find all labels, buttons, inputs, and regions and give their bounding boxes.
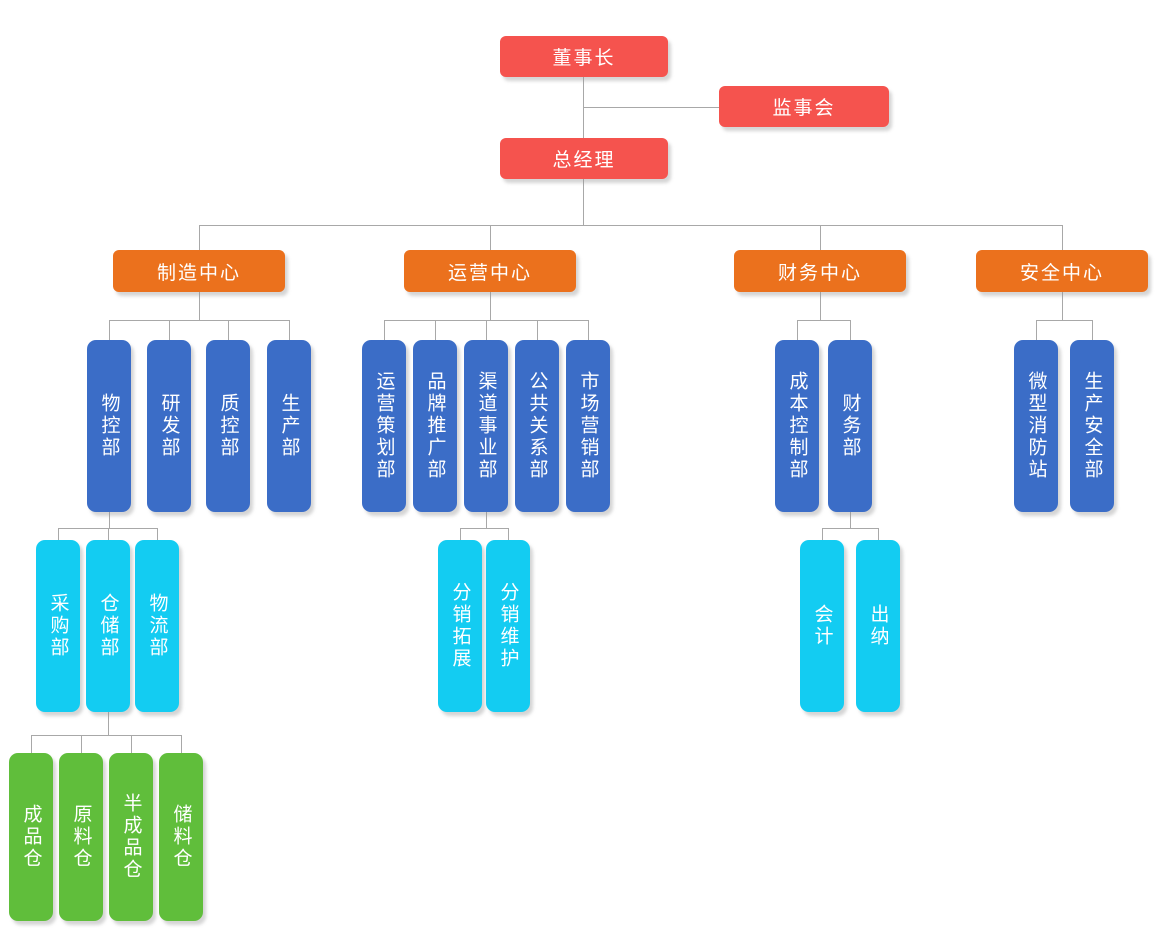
node-purchasing-dept: 采购部 xyxy=(36,540,80,712)
node-warehousing-dept: 仓储部 xyxy=(86,540,130,712)
connector-line xyxy=(81,735,82,753)
node-supervisory-board: 监事会 xyxy=(719,86,889,127)
connector-line xyxy=(583,77,584,138)
node-brand-promotion-dept: 品牌推广部 xyxy=(413,340,457,512)
node-micro-fire-station: 微型消防站 xyxy=(1014,340,1058,512)
connector-line xyxy=(181,735,182,753)
connector-line xyxy=(878,528,879,540)
connector-line xyxy=(537,320,538,340)
node-semi-finished-warehouse: 半成品仓 xyxy=(109,753,153,921)
connector-line xyxy=(31,735,181,736)
node-chairman: 董事长 xyxy=(500,36,668,77)
connector-line xyxy=(169,320,170,340)
connector-line xyxy=(58,528,59,540)
connector-line xyxy=(1036,320,1037,340)
connector-line xyxy=(820,292,821,320)
connector-line xyxy=(131,735,132,753)
node-finance-center: 财务中心 xyxy=(734,250,906,292)
node-finished-goods-warehouse: 成品仓 xyxy=(9,753,53,921)
node-finance-dept: 财务部 xyxy=(828,340,872,512)
node-safety-center: 安全中心 xyxy=(976,250,1148,292)
node-quality-control-dept: 质控部 xyxy=(206,340,250,512)
node-rnd-dept: 研发部 xyxy=(147,340,191,512)
connector-line xyxy=(58,528,157,529)
node-distribution-expansion: 分销拓展 xyxy=(438,540,482,712)
connector-line xyxy=(228,320,229,340)
connector-line xyxy=(490,225,491,250)
node-manufacturing-center: 制造中心 xyxy=(113,250,285,292)
connector-line xyxy=(508,528,509,540)
node-logistics-dept: 物流部 xyxy=(135,540,179,712)
node-cashier: 出纳 xyxy=(856,540,900,712)
connector-line xyxy=(797,320,798,340)
node-accounting: 会计 xyxy=(800,540,844,712)
connector-line xyxy=(486,320,487,340)
node-production-dept: 生产部 xyxy=(267,340,311,512)
connector-line xyxy=(109,320,110,340)
connector-line xyxy=(850,320,851,340)
node-operations-planning-dept: 运营策划部 xyxy=(362,340,406,512)
node-operations-center: 运营中心 xyxy=(404,250,576,292)
connector-line xyxy=(435,320,436,340)
node-general-manager: 总经理 xyxy=(500,138,668,179)
connector-line xyxy=(1062,225,1063,250)
connector-line xyxy=(490,292,491,320)
connector-line xyxy=(108,712,109,735)
connector-line xyxy=(31,735,32,753)
connector-line xyxy=(384,320,385,340)
connector-line xyxy=(822,528,823,540)
node-channel-business-dept: 渠道事业部 xyxy=(464,340,508,512)
connector-line xyxy=(199,225,200,250)
node-distribution-maintenance: 分销维护 xyxy=(486,540,530,712)
node-public-relations-dept: 公共关系部 xyxy=(515,340,559,512)
connector-line xyxy=(460,528,461,540)
connector-line xyxy=(108,528,109,540)
node-production-safety-dept: 生产安全部 xyxy=(1070,340,1114,512)
node-cost-control-dept: 成本控制部 xyxy=(775,340,819,512)
connector-line xyxy=(486,512,487,528)
connector-line xyxy=(584,107,720,108)
connector-line xyxy=(1062,292,1063,320)
connector-line xyxy=(109,320,289,321)
connector-line xyxy=(850,512,851,528)
node-raw-material-warehouse: 原料仓 xyxy=(59,753,103,921)
connector-line xyxy=(1092,320,1093,340)
connector-line xyxy=(820,225,821,250)
connector-line xyxy=(199,292,200,320)
connector-line xyxy=(460,528,508,529)
connector-line xyxy=(1036,320,1092,321)
connector-line xyxy=(588,320,589,340)
connector-line xyxy=(199,225,1063,226)
connector-line xyxy=(583,179,584,225)
connector-line xyxy=(109,512,110,528)
node-material-control-dept: 物控部 xyxy=(87,340,131,512)
connector-line xyxy=(289,320,290,340)
connector-line xyxy=(157,528,158,540)
node-marketing-dept: 市场营销部 xyxy=(566,340,610,512)
connector-line xyxy=(822,528,878,529)
connector-line xyxy=(797,320,850,321)
node-storage-warehouse: 储料仓 xyxy=(159,753,203,921)
